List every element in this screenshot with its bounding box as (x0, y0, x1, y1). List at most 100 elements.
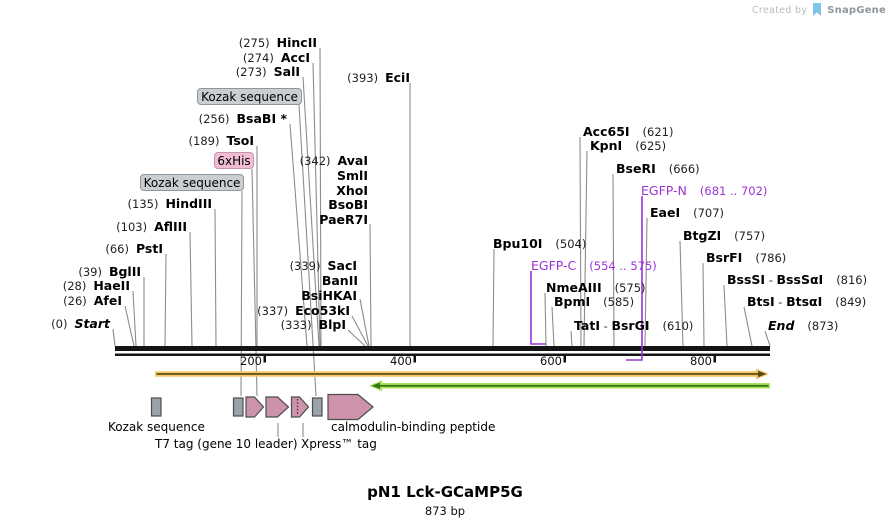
leader-line-avai (369, 223, 372, 347)
site-position: (333) (280, 318, 312, 332)
leader-line-psti (164, 253, 167, 347)
site-label-paer7i: PaeR7I (319, 212, 368, 226)
feature-box-5 (311, 397, 323, 417)
site-name: BsiHKAI (301, 288, 357, 303)
site-label-eaei: EaeI (707) (650, 205, 724, 220)
site-name: BtsI (747, 294, 775, 309)
site-name: Eco53kI (295, 303, 350, 318)
site-position: (28) (62, 279, 87, 293)
tag-label-6xhis-1: 6xHis (214, 152, 254, 169)
site-name: AvaI (337, 153, 368, 168)
feature-label-kozak-sequence: Kozak sequence (108, 420, 205, 434)
site-position: (707) (693, 206, 725, 220)
site-name: End (768, 318, 795, 333)
site-position: (873) (807, 319, 839, 333)
site-label-banii: BanII (322, 273, 358, 287)
plasmid-name: pN1 Lck-GCaMP5G (367, 483, 523, 501)
leader-line-afliii (189, 231, 193, 347)
site-label-hindiii: (135)HindIII (128, 196, 212, 211)
site-position: (189) (188, 134, 220, 148)
leader-line-sali (302, 76, 320, 347)
site-label-tati-bsrgi: TatI - BsrGI(610) (574, 318, 693, 333)
site-name: EaeI (650, 205, 681, 220)
leader-line-btgzi (679, 240, 684, 347)
site-label-start: (0) Start (51, 316, 110, 331)
reverse-strand-arrow-core-head (371, 382, 380, 389)
feature-name: EGFP-C (531, 258, 577, 273)
leader-line-hincii (319, 47, 322, 347)
feature-label-t7-tag-gene-10-leader: T7 tag (gene 10 leader) (155, 437, 298, 451)
site-position: (666) (668, 162, 700, 176)
site-name: Start (74, 316, 110, 331)
site-label-ecii: (393)EciI (347, 70, 410, 85)
site-position: (274) (242, 51, 274, 65)
feature-range: (554 .. 575) (589, 259, 657, 273)
site-name: NmeAIII (546, 280, 602, 295)
site-position: (26) (63, 294, 87, 308)
tag-label-kozak-sequence-2: Kozak sequence (140, 174, 244, 191)
site-label-haeii: (28)HaeII (63, 278, 130, 293)
leader-line-hindiii (214, 208, 217, 347)
site-label-btsi-bts-i: BtsI - BtsαI(849) (747, 294, 866, 309)
site-label-acci: (274)AccI (243, 50, 310, 65)
site-label-psti: (66)PstI (105, 241, 163, 256)
feature-label-calmodulin-binding-peptide: calmodulin-binding peptide (331, 420, 496, 434)
leader-line-bsabi (289, 123, 308, 347)
site-name: BglII (108, 264, 141, 279)
site-name: BsrGI (611, 318, 650, 333)
site-name: HincII (276, 35, 317, 50)
range-bracket-egfp-n (626, 196, 643, 361)
plasmid-length: 873 bp (424, 504, 466, 518)
site-name: Bpu10I (493, 236, 543, 251)
forward-strand-arrow-core-head (758, 370, 767, 378)
site-position: (625) (635, 139, 667, 153)
site-position: (849) (835, 295, 867, 309)
site-label-bsrfi: BsrFI(786) (706, 250, 786, 265)
leader-line-tati-bsrgi (570, 330, 573, 347)
leader-line-bsssi-bsss-i (723, 284, 728, 347)
site-name-separator: - (765, 273, 777, 287)
site-label-afei: (26)AfeI (63, 293, 122, 308)
site-label-nmeaiii: NmeAIII(575) (546, 280, 646, 295)
site-name: AflIII (154, 219, 187, 234)
site-name: KpnI (590, 138, 623, 153)
site-label-bsihkai: BsiHKAI (301, 288, 357, 302)
site-position: (816) (836, 273, 868, 287)
site-label-blpi: (333) BlpI (281, 317, 346, 332)
site-name: BtsαI (786, 294, 823, 309)
site-label-tsoi: (189)TsoI (189, 133, 254, 148)
site-label-sali: (273)SalI (236, 64, 300, 79)
leader-line-eaei (644, 217, 648, 347)
site-name: BlpI (318, 317, 346, 332)
site-label-bpu10i: Bpu10I(504) (493, 236, 586, 251)
site-name: BsoBI (328, 197, 368, 212)
leader-line-btsi-bts-i (743, 306, 753, 347)
site-label-bseri: BseRI (666) (616, 161, 700, 176)
feature-box-0 (150, 397, 162, 417)
watermark: Created by SnapGene (752, 3, 886, 17)
site-label-xhoi: XhoI (336, 183, 368, 197)
site-position: (342) (299, 154, 331, 168)
ruler-label-800: 800 (690, 354, 712, 368)
site-name: PaeR7I (319, 212, 368, 227)
site-position: (757) (734, 229, 766, 243)
site-name: BsrFI (706, 250, 743, 265)
ruler-tick-800 (713, 355, 716, 363)
site-name: TatI (574, 318, 600, 333)
site-label-avai: (342) AvaI (300, 153, 368, 168)
site-name: BseRI (616, 161, 656, 176)
site-label-smli: SmlI (337, 168, 368, 182)
site-name: BpmI (554, 294, 591, 309)
snapgene-logo-icon (813, 3, 822, 16)
leader-line-bseri (612, 173, 615, 347)
leader-line-kpni (583, 150, 588, 347)
leader-line-acc65i (579, 136, 582, 347)
feature-label-xpress-tag: Xpress™ tag (301, 437, 377, 451)
site-name: SmlI (337, 168, 368, 183)
site-label-afliii: (103)AflIII (116, 219, 187, 234)
tag-label-kozak-sequence-0: Kozak sequence (197, 88, 302, 105)
leader-line-6xhis (251, 168, 258, 397)
site-position: (0) (51, 317, 68, 331)
site-name: PstI (135, 241, 163, 256)
